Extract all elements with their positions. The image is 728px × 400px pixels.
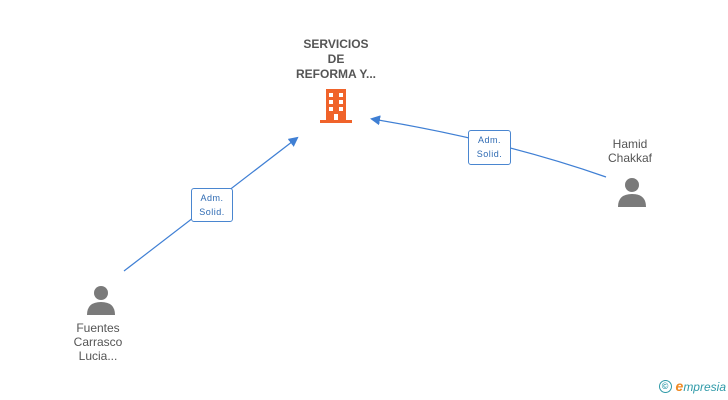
brand-name: mpresia xyxy=(683,380,726,394)
person-name-line: Lucia... xyxy=(78,349,118,363)
company-name-line: DE xyxy=(327,52,345,66)
company-name[interactable]: SERVICIOS DE REFORMA Y... xyxy=(276,37,396,82)
building-icon[interactable] xyxy=(320,89,352,123)
person-name-line: Fuentes xyxy=(76,321,120,335)
brand-footer: © empresia xyxy=(658,378,726,394)
relation-badge-fuentes[interactable]: Adm. Solid. xyxy=(191,188,233,222)
person-icon[interactable] xyxy=(617,177,647,207)
brand-logo: empresia xyxy=(676,378,726,394)
brand-initial: e xyxy=(675,378,684,394)
relation-label-line: Solid. xyxy=(476,149,503,159)
person-name-line: Hamid xyxy=(612,137,648,151)
person-name-hamid[interactable]: Hamid Chakkaf xyxy=(580,137,680,165)
copyright-icon: © xyxy=(658,379,672,393)
company-name-line: REFORMA Y... xyxy=(295,67,376,81)
person-name-line: Carrasco xyxy=(73,335,123,349)
person-name-line: Chakkaf xyxy=(607,151,653,165)
relation-badge-hamid[interactable]: Adm. Solid. xyxy=(468,130,511,165)
person-name-fuentes[interactable]: Fuentes Carrasco Lucia... xyxy=(48,321,148,363)
person-icon[interactable] xyxy=(86,285,116,315)
relation-label-line: Solid. xyxy=(199,207,225,217)
company-name-line: SERVICIOS xyxy=(303,37,369,51)
relation-label-line: Adm. xyxy=(477,135,501,145)
relation-label-line: Adm. xyxy=(200,193,224,203)
